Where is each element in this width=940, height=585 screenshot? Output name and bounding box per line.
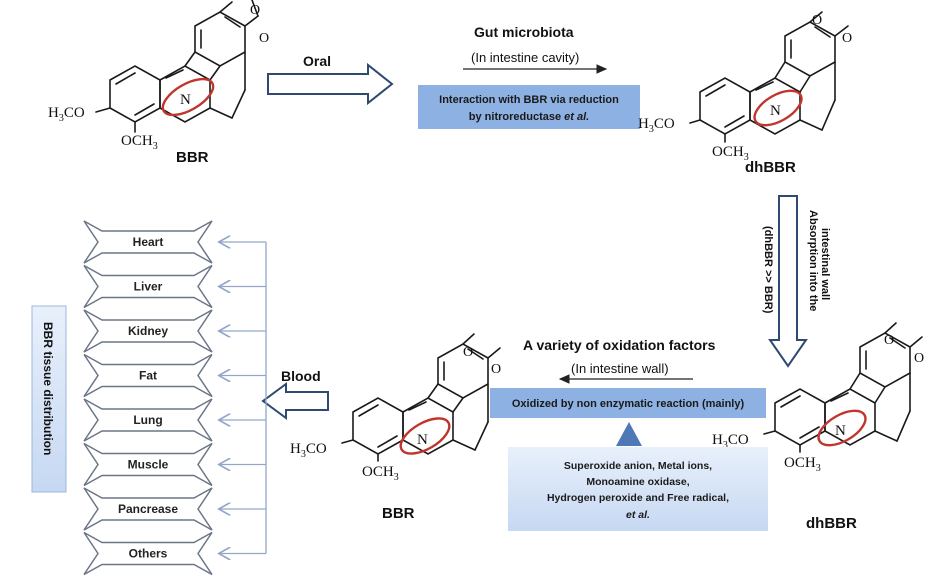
absorption-arrow [768, 195, 808, 368]
methoxy-label: H3CO [712, 432, 749, 451]
nitrogen-label: N [835, 423, 846, 439]
factors-box [508, 447, 768, 531]
organ-shape [83, 487, 213, 531]
oxidized-text: Oxidized by non enzymatic reaction (main… [512, 398, 745, 410]
organ-label: Muscle [128, 458, 169, 472]
organ-label: Kidney [128, 324, 168, 338]
molecule-label: dhBBR [745, 159, 796, 176]
tissue-distribution-title: BBR tissue distribution [41, 322, 55, 455]
oxidation-title: A variety of oxidation factors [523, 337, 716, 353]
nitrogen-label: N [180, 92, 191, 108]
molecule-label: BBR [176, 149, 209, 166]
reduction-line2: by nitroreductase et al. [469, 111, 589, 123]
methoxy-label: H3CO [290, 441, 327, 460]
blood-label: Blood [281, 368, 321, 384]
nitrogen-label: N [770, 103, 781, 119]
factors-line1: Superoxide anion, Metal ions, [564, 460, 712, 472]
factors-line3: Hydrogen peroxide and Free radical, [547, 492, 729, 504]
organ-label: Fat [139, 369, 157, 383]
methoxy-label: OCH3 [121, 133, 158, 152]
gut-title: Gut microbiota [474, 24, 574, 40]
dhbbr-molecule-top: N O O H3CO OCH3 [638, 11, 852, 163]
molecule-label: BBR [382, 505, 415, 522]
organ-label: Pancrease [118, 502, 178, 516]
absorption-line1: Absorption into the [807, 210, 819, 311]
methoxy-label: H3CO [48, 105, 85, 124]
organ-shape [83, 220, 213, 264]
oxygen-label: O [812, 13, 822, 28]
reduction-box [418, 85, 640, 129]
methoxy-label: OCH3 [784, 455, 821, 474]
oxygen-label: O [914, 351, 924, 366]
organ-label: Heart [133, 235, 164, 249]
gut-subtitle: (In intestine cavity) [471, 50, 579, 65]
nitrogen-highlight-ring [161, 77, 215, 117]
nitrogen-highlight-ring [753, 89, 803, 127]
organ-shape [83, 353, 213, 398]
organ-shape [83, 264, 213, 309]
methoxy-label: H3CO [638, 116, 675, 135]
oxidation-subtitle: (In intestine wall) [571, 361, 669, 376]
organ-label: Lung [133, 413, 162, 427]
factor-triangle [616, 422, 642, 446]
oxygen-label: O [259, 31, 269, 46]
oxygen-label: O [463, 345, 473, 360]
organ-shape [83, 398, 213, 442]
methoxy-label: OCH3 [362, 464, 399, 483]
organ-shape [83, 309, 213, 353]
oral-arrow [267, 62, 394, 106]
factors-line2: Monoamine oxidase, [586, 476, 689, 488]
oxygen-label: O [491, 362, 501, 377]
nitrogen-label: N [417, 432, 428, 448]
oxidized-box [490, 388, 766, 418]
nitrogen-highlight-ring [399, 417, 451, 455]
oxygen-label: O [842, 31, 852, 46]
molecule-label: dhBBR [806, 515, 857, 532]
bbr-molecule-bottom: N O O H3CO OCH3 [290, 333, 501, 483]
reduction-line1: Interaction with BBR via reduction [439, 94, 619, 106]
absorption-ratio: (dhBBR >> BBR) [762, 226, 774, 314]
oxygen-label: O [884, 333, 894, 348]
organ-label: Others [129, 547, 168, 561]
blood-arrow [261, 382, 329, 420]
nitrogen-highlight-ring [817, 409, 867, 447]
route-label: Oral [303, 53, 331, 69]
oxygen-label: O [250, 3, 260, 18]
organ-shape [83, 531, 213, 576]
factors-line4: et al. [626, 509, 650, 521]
organ-list: HeartLiverKidneyFatLungMusclePancreaseOt… [83, 220, 213, 576]
organ-distribution-arrows [220, 242, 267, 554]
tissue-distribution-box [31, 305, 67, 493]
absorption-line2: intestinal wall [819, 228, 831, 300]
methoxy-label: OCH3 [712, 144, 749, 163]
bbr-molecule-top: N O O H3CO OCH3 [48, 0, 269, 152]
organ-shape [83, 442, 213, 487]
organ-label: Liver [134, 280, 163, 294]
dhbbr-molecule-bottom: N O O H3CO OCH3 [712, 322, 924, 474]
